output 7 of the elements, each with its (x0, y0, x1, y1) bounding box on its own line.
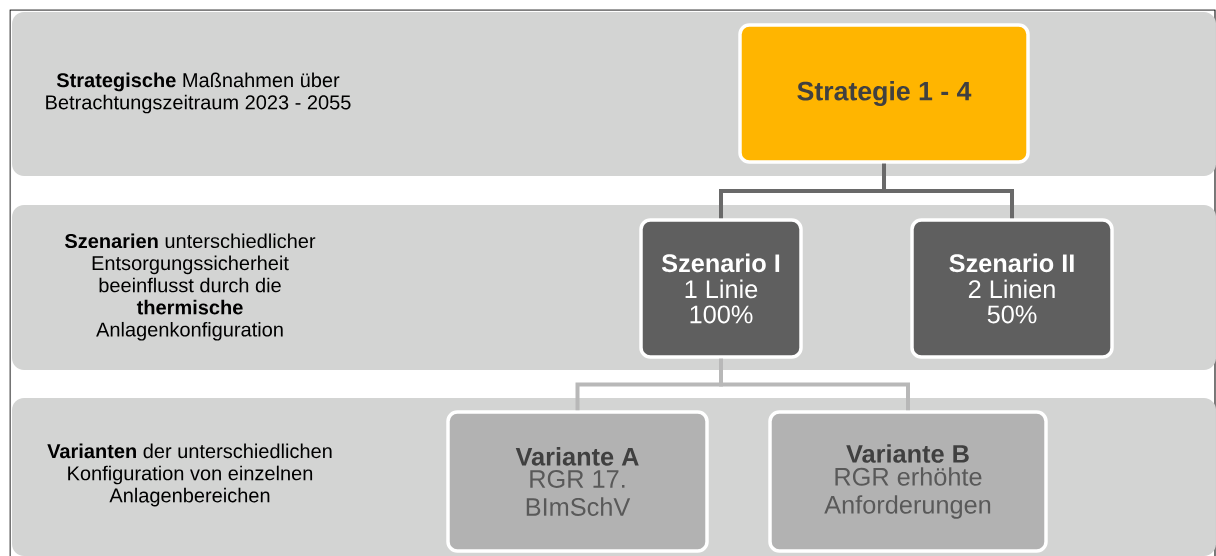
connector-line (719, 358, 910, 411)
strategy-box: Strategie 1 - 4 (738, 23, 1030, 164)
scenario-box: Szenario II 2 Linien 50% (910, 218, 1114, 359)
scenario-box: Szenario I 1 Linie 100% (639, 218, 803, 359)
variant-box: Variante A RGR 17. BImSchV (446, 410, 709, 553)
variant-box: Variante B RGR erhöhte Anforderungen (768, 410, 1048, 553)
connector-line (882, 163, 1014, 219)
